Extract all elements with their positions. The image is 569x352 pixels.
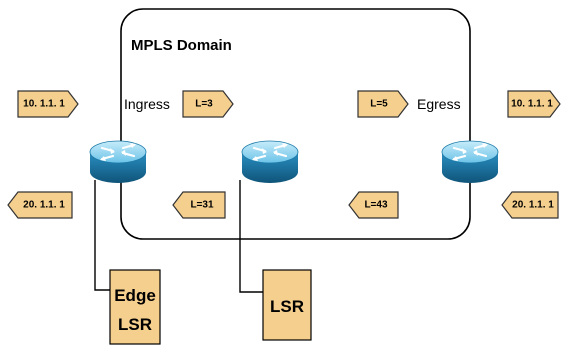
svg-text:20. 1.1. 1: 20. 1.1. 1 [512,200,554,211]
edge-lsr-line1: Edge [114,286,156,305]
tag-egress-label-in: L=5 [357,90,409,118]
domain-title: MPLS Domain [131,37,232,54]
lsr-leader [239,180,263,293]
svg-text:L=3: L=3 [195,99,213,110]
core-lsr-router-icon [241,140,299,183]
edge-lsr-leader [94,180,110,291]
tag-left-in: 10. 1.1. 1 [17,90,79,118]
tag-right-out: 10. 1.1. 1 [507,90,561,118]
edge-lsr-line2: LSR [118,315,152,334]
svg-text:20. 1.1. 1: 20. 1.1. 1 [23,200,65,211]
lsr-callout: LSR [262,269,312,341]
ingress-label: Ingress [124,96,170,112]
edge-lsr-callout: Edge LSR [109,269,161,345]
egress-router-icon [441,140,499,183]
mpls-domain-boundary [120,8,471,240]
svg-text:10. 1.1. 1: 10. 1.1. 1 [511,99,553,110]
ingress-router-icon [89,140,147,183]
svg-text:L=31: L=31 [190,200,214,211]
svg-text:10. 1.1. 1: 10. 1.1. 1 [23,99,65,110]
egress-label: Egress [417,96,461,112]
tag-left-out: 20. 1.1. 1 [7,191,73,219]
svg-text:L=43: L=43 [364,200,388,211]
tag-label-back-1: L=31 [172,191,226,219]
tag-ingress-label-out: L=3 [182,90,234,118]
svg-text:L=5: L=5 [370,99,388,110]
tag-label-back-2: L=43 [348,191,399,219]
tag-right-in: 20. 1.1. 1 [501,191,559,219]
lsr-label: LSR [270,297,304,316]
